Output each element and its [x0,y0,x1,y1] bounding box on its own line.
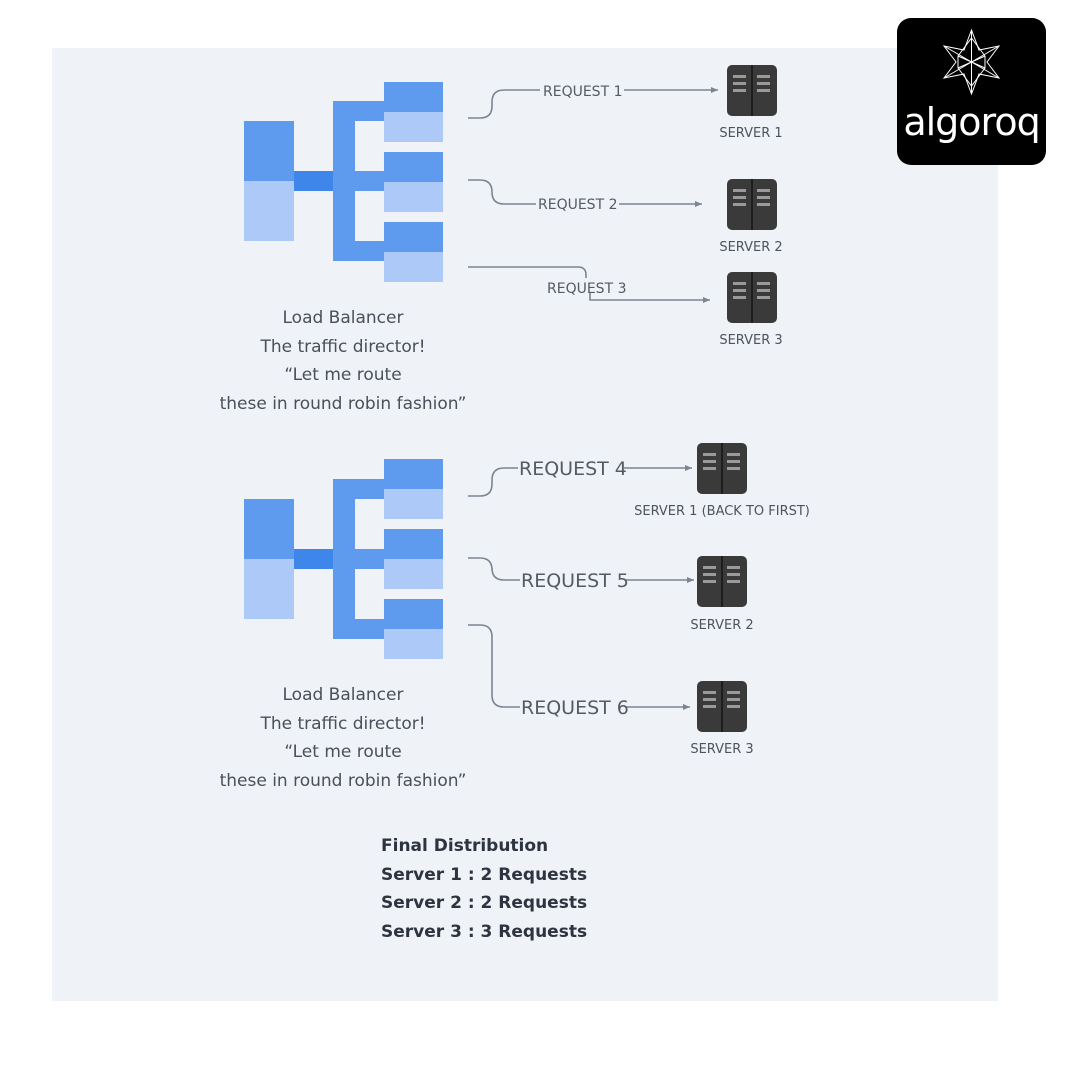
final-distribution-title: Final Distribution [381,836,549,856]
load-balancer-icon [244,459,443,659]
brand-name: algoroq [903,100,1040,144]
request-3-path [468,266,587,278]
server-icon [727,272,777,323]
caption-line: “Let me route [284,365,402,385]
server-icon [697,443,747,494]
request-1-path [468,89,540,119]
server-3-label: SERVER 3 [719,333,782,348]
load-balancer-icon [244,82,443,282]
star-emblem-icon [942,28,1001,96]
request-3-label: REQUEST 3 [547,281,626,297]
caption-line: The traffic director! [260,713,426,734]
load-balancer-caption: Load Balancer The traffic director! “Let… [183,681,503,795]
caption-line: these in round robin fashion” [219,393,467,414]
server-icon [697,681,747,732]
request-3-arrow [589,293,710,303]
load-balancer-caption: Load Balancer The traffic director! “Let… [183,304,503,418]
distribution-line: Server 2 : 2 Requests [381,893,588,913]
server-icon [697,556,747,607]
distribution-line: Server 3 : 3 Requests [381,921,588,942]
server-icon [727,179,777,230]
caption-line: Load Balancer [282,685,404,705]
request-4-path [468,467,518,497]
diagram-panel [52,48,998,1001]
caption-line: The traffic director! [260,336,426,357]
request-6-path [468,624,520,708]
server-1-label: SERVER 1 [719,126,782,141]
caption-line: Load Balancer [282,308,404,328]
server-icon [727,65,777,116]
request-5-label: REQUEST 5 [521,570,629,592]
request-2-path [468,179,536,205]
distribution-line: Server 1 : 2 Requests [381,864,588,885]
request-2-label: REQUEST 2 [538,197,617,213]
caption-line: “Let me route [284,742,402,762]
request-1-label: REQUEST 1 [543,84,622,100]
server-3-label: SERVER 3 [690,742,753,757]
brand-logo: algoroq [897,18,1046,165]
server-2-label: SERVER 2 [719,240,782,255]
caption-line: these in round robin fashion” [219,770,467,791]
request-6-label: REQUEST 6 [521,697,629,719]
server-2-label: SERVER 2 [690,618,753,633]
request-5-path [468,557,520,581]
request-4-label: REQUEST 4 [519,458,627,480]
final-distribution: Final Distribution Server 1 : 2 Requests… [381,832,587,946]
server-1-label: SERVER 1 (BACK TO FIRST) [634,504,810,519]
